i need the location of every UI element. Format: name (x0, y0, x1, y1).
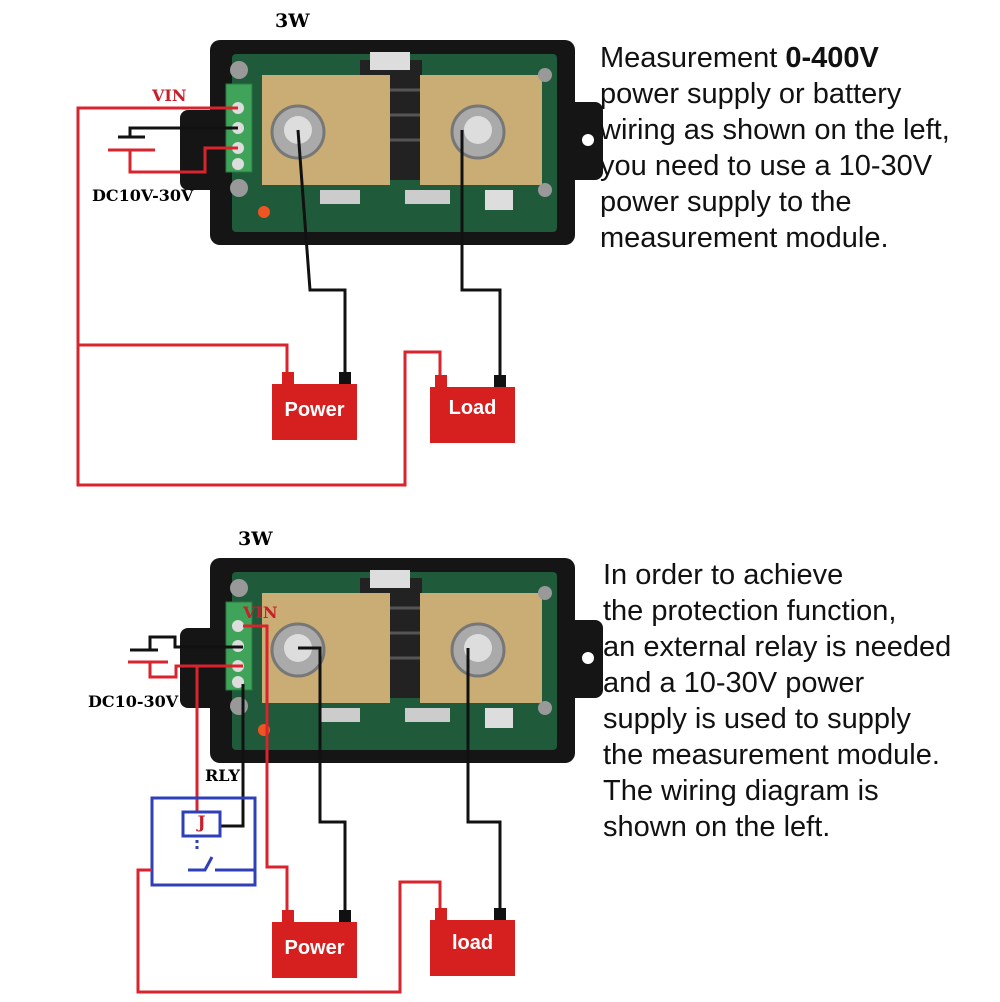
top-description: Measurement 0-400V power supply or batte… (600, 42, 950, 254)
wires-bottom (128, 624, 502, 994)
load-minus-terminal (494, 908, 506, 920)
supply-voltage-label: DC10V-30V (92, 186, 194, 205)
load-box-bottom (430, 920, 515, 976)
load-label: Load (448, 397, 497, 419)
power-rating-label: 3W (275, 10, 310, 32)
power-minus-terminal (339, 372, 351, 384)
power-label: Power (284, 399, 345, 421)
wires-top (76, 106, 502, 487)
load-box-top (430, 387, 515, 443)
power-minus-terminal (339, 910, 351, 922)
power-box-top (272, 384, 357, 440)
measurement-module-top (178, 38, 605, 247)
relay-label: RLY (205, 766, 240, 785)
relay-coil-label: J (197, 813, 206, 833)
supply-voltage-label: DC10-30V (88, 692, 179, 711)
power-label: Power (284, 937, 345, 959)
vin-label: VIN (243, 603, 278, 622)
load-minus-terminal (494, 375, 506, 387)
load-plus-terminal (435, 908, 447, 920)
power-plus-terminal (282, 372, 294, 384)
load-plus-terminal (435, 375, 447, 387)
power-plus-terminal (282, 910, 294, 922)
voltage-range: 0-400V (785, 42, 879, 74)
load-label: load (451, 932, 494, 954)
power-rating-label: 3W (238, 528, 273, 550)
bottom-description: In order to achieve the protection funct… (603, 559, 952, 843)
vin-label: VIN (152, 86, 187, 105)
power-box-bottom (272, 922, 357, 978)
